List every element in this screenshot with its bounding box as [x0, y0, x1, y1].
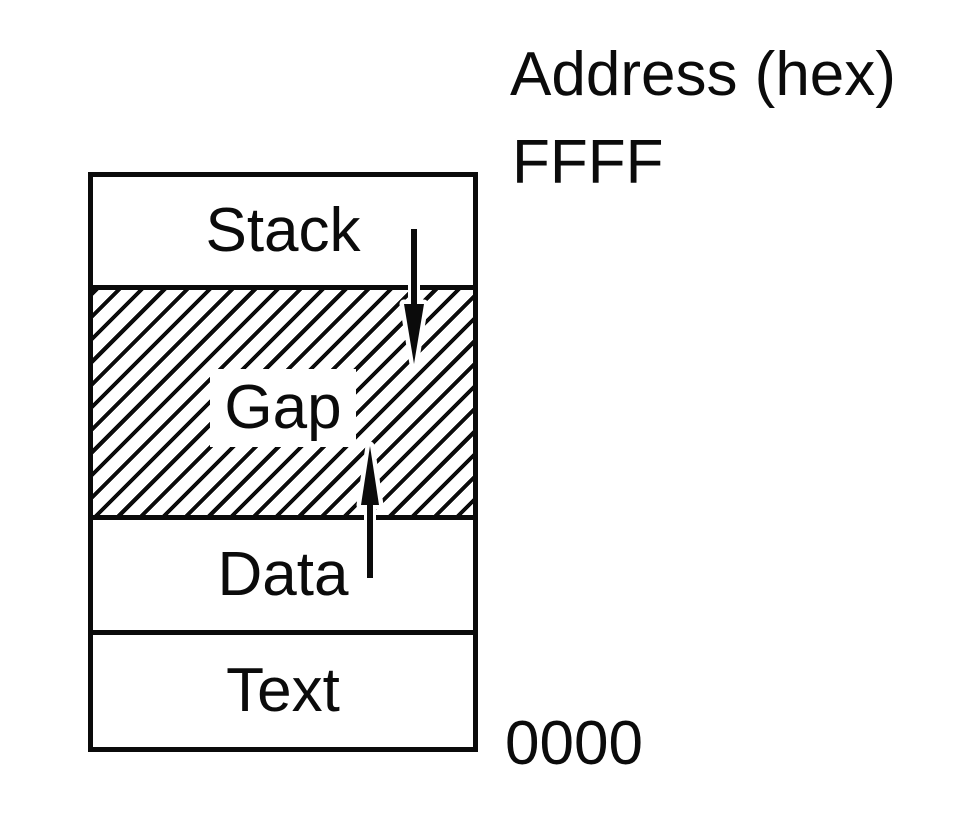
address-bottom-label: 0000 [505, 709, 643, 778]
memory-box: Stack Gap Data Text [88, 172, 478, 752]
section-text-label: Text [226, 656, 340, 725]
section-text: Text [93, 635, 473, 747]
section-data-label: Data [217, 540, 349, 609]
section-stack-label: Stack [205, 196, 361, 265]
section-data: Data [93, 520, 473, 635]
section-gap: Gap [93, 290, 473, 520]
section-gap-label: Gap [210, 368, 356, 447]
diagram-title: Address (hex) [510, 40, 896, 109]
section-stack: Stack [93, 177, 473, 290]
address-top-label: FFFF [512, 128, 664, 197]
